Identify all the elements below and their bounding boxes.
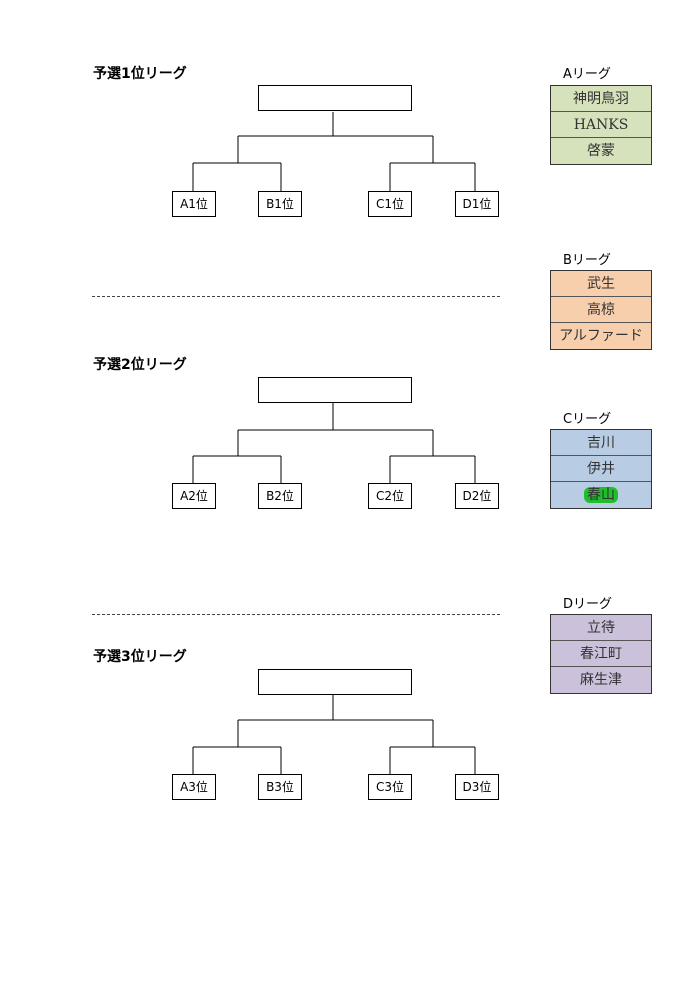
- team-cell: 伊井: [551, 456, 651, 482]
- team-cell: 立待: [551, 615, 651, 641]
- champion-box-3[interactable]: [258, 669, 412, 695]
- team-cell: 麻生津: [580, 672, 622, 688]
- league-table-a: 神明鳥羽 HANKS 啓蒙: [550, 85, 652, 165]
- bracket-title-1: 予選1位リーグ: [93, 66, 187, 82]
- seed-box: D2位: [455, 483, 499, 509]
- team-cell: 啓蒙: [587, 143, 615, 159]
- seed-box: A2位: [172, 483, 216, 509]
- team-cell: HANKS: [551, 112, 651, 138]
- seed-box: A1位: [172, 191, 216, 217]
- seed-box: A3位: [172, 774, 216, 800]
- league-table-c: 吉川 伊井 春山: [550, 429, 652, 509]
- bracket-title-2: 予選2位リーグ: [93, 357, 187, 373]
- league-label-a: Aリーグ: [563, 67, 611, 82]
- seed-box: B3位: [258, 774, 302, 800]
- league-label-b: Bリーグ: [563, 253, 611, 268]
- champion-box-1[interactable]: [258, 85, 412, 111]
- league-label-c: Cリーグ: [563, 412, 612, 427]
- team-cell: アルファード: [559, 328, 643, 344]
- team-cell-highlighted: 春山: [551, 482, 651, 508]
- team-cell: 吉川: [551, 430, 651, 456]
- separator-line: [92, 296, 500, 297]
- team-cell: 高椋: [551, 297, 651, 323]
- team-cell: 神明鳥羽: [551, 86, 651, 112]
- champion-box-2[interactable]: [258, 377, 412, 403]
- seed-box: C1位: [368, 191, 412, 217]
- seed-box: B2位: [258, 483, 302, 509]
- league-label-d: Dリーグ: [563, 597, 613, 612]
- seed-box: D3位: [455, 774, 499, 800]
- bracket-title-3: 予選3位リーグ: [93, 649, 187, 665]
- seed-box: B1位: [258, 191, 302, 217]
- seed-box: C2位: [368, 483, 412, 509]
- highlighted-team-name: 春山: [584, 487, 618, 503]
- team-cell: 武生: [551, 271, 651, 297]
- team-cell: 春江町: [551, 641, 651, 667]
- separator-line: [92, 614, 500, 615]
- league-table-d: 立待 春江町 麻生津: [550, 614, 652, 694]
- seed-box: C3位: [368, 774, 412, 800]
- league-table-b: 武生 高椋 アルファード: [550, 270, 652, 350]
- seed-box: D1位: [455, 191, 499, 217]
